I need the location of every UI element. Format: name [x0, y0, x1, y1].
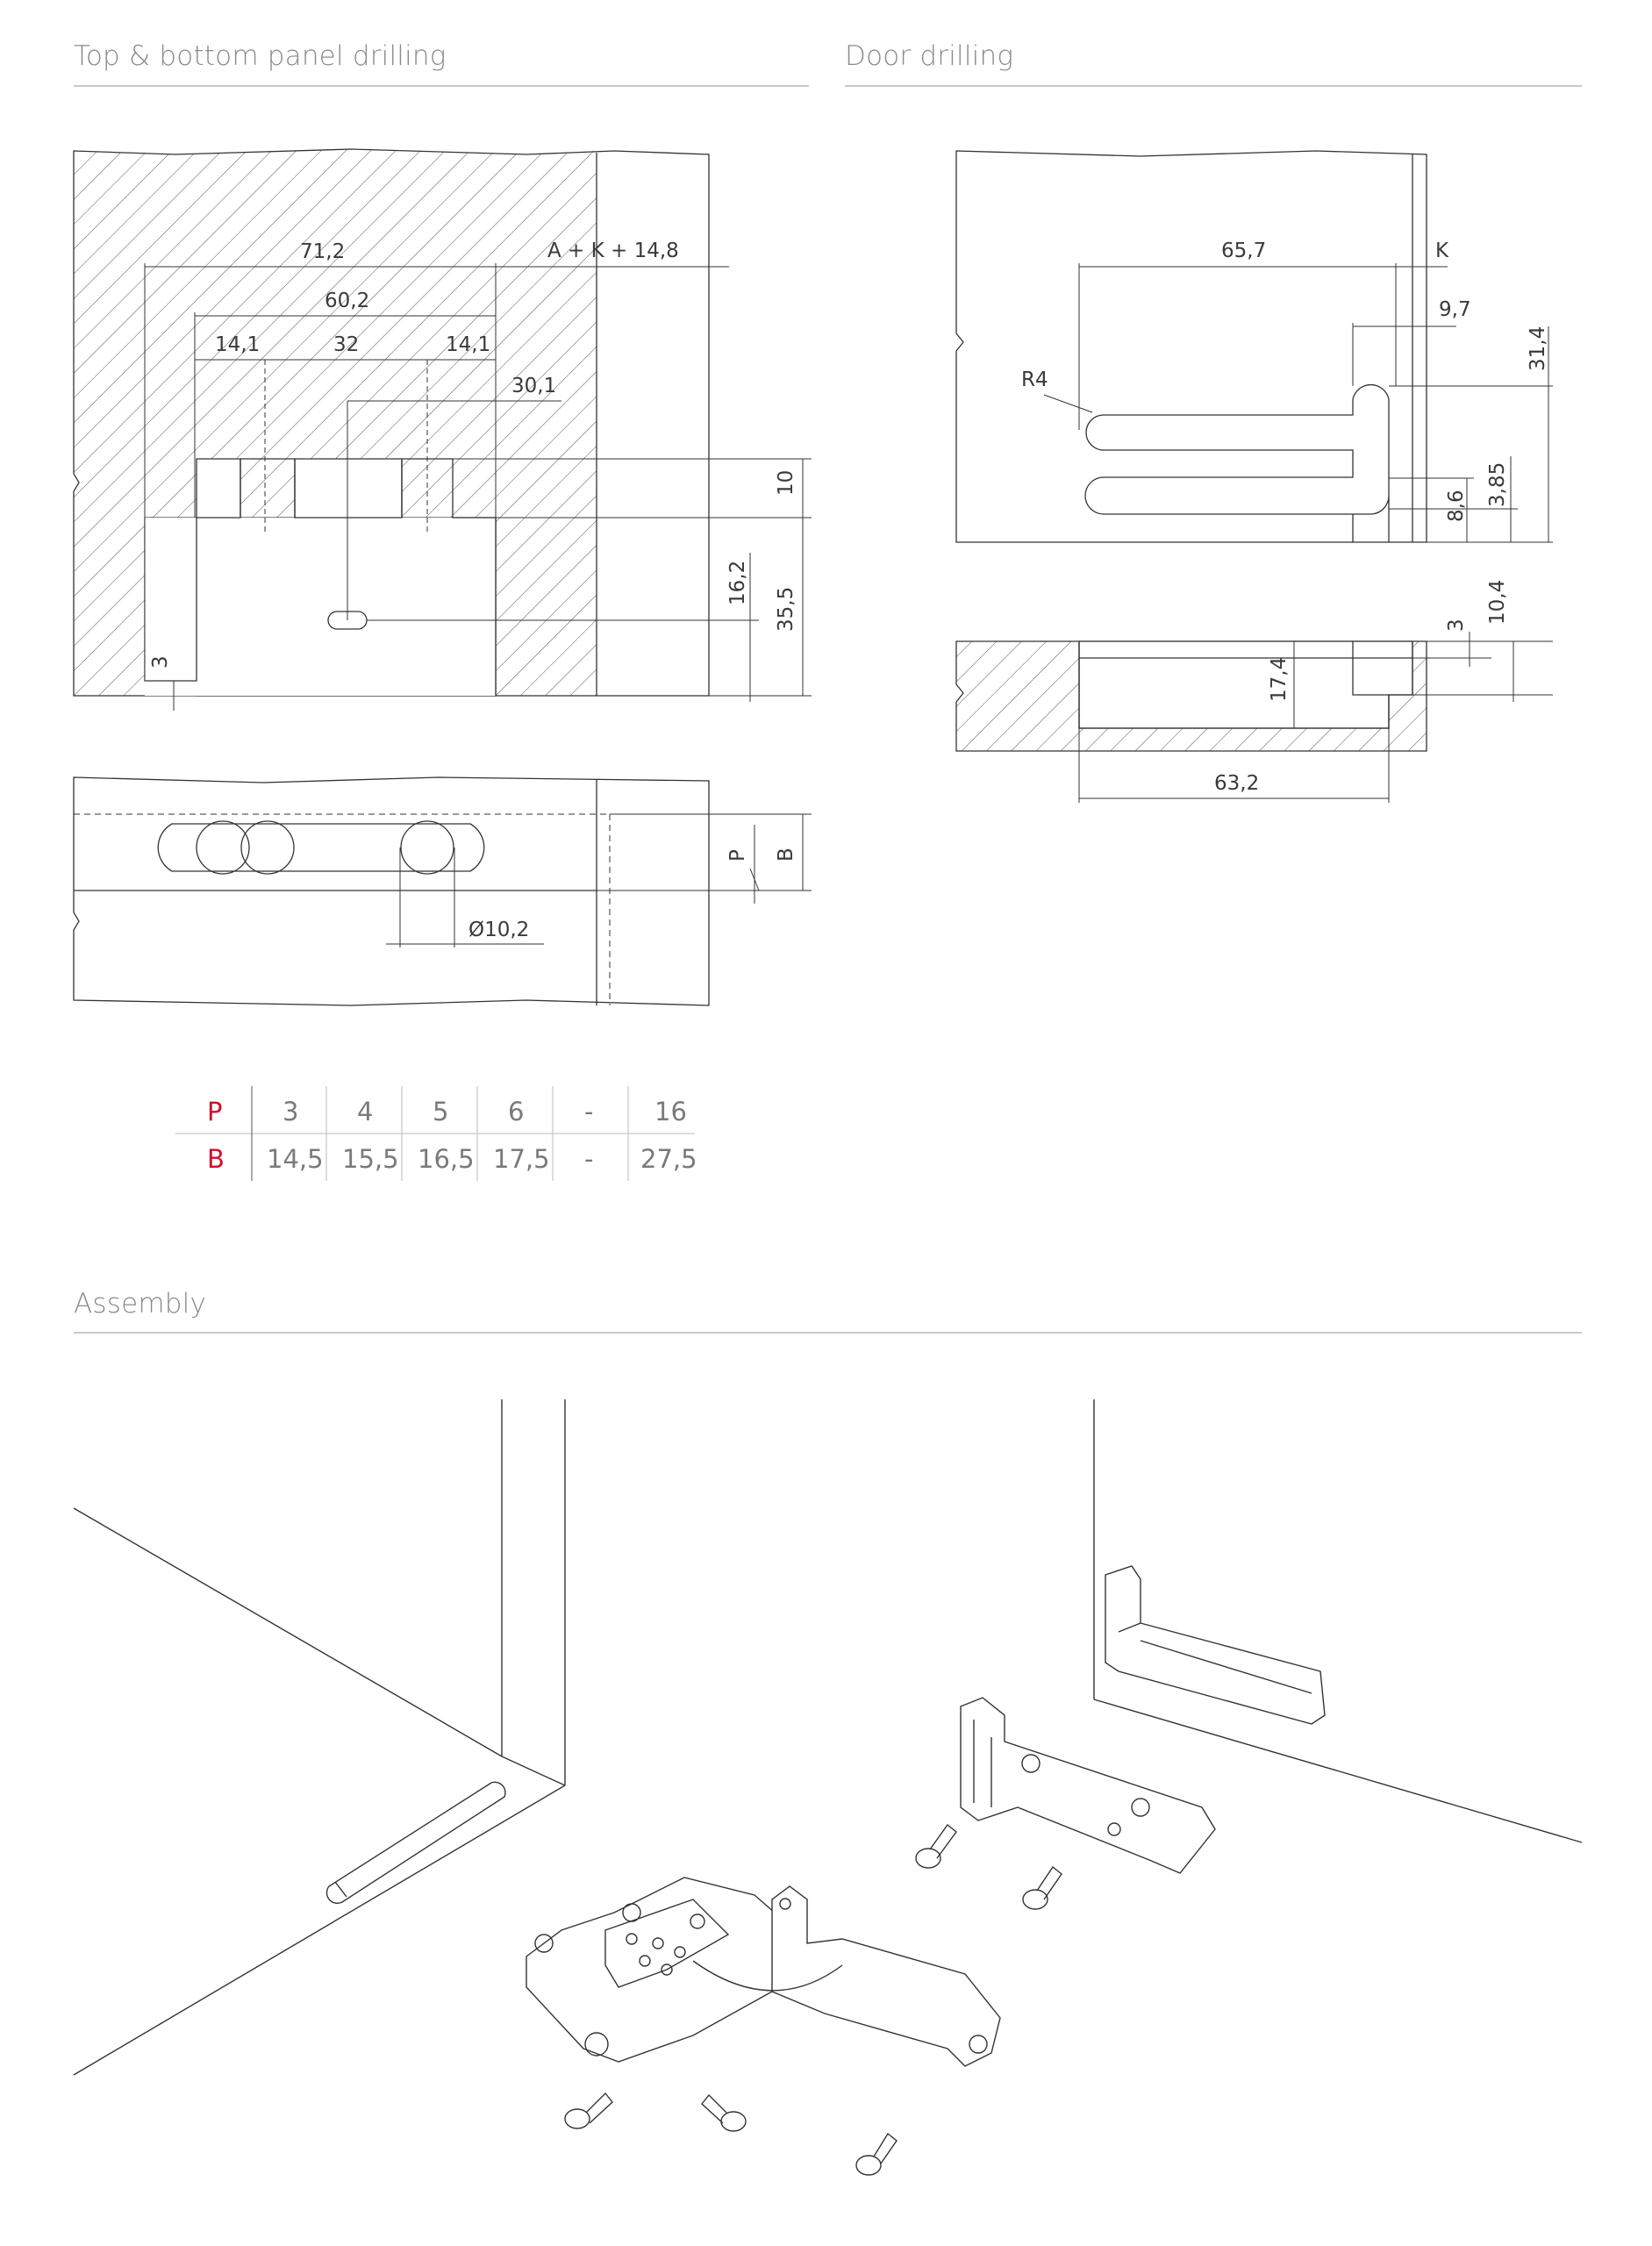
dim-65-7: 65,7 [1221, 240, 1266, 262]
dim-17-4: 17,4 [1268, 657, 1291, 702]
table-cell-b-4: 17,5 [493, 1144, 550, 1174]
dim-3: 3 [149, 655, 172, 669]
door-section-view [955, 632, 1553, 803]
panel-top-view [73, 148, 812, 711]
dim-b: B [775, 848, 797, 862]
dim-60-2: 60,2 [325, 290, 369, 312]
door-front-view [955, 150, 1553, 543]
table-cell-b-2: 15,5 [342, 1144, 399, 1174]
table-cell-b-5: - [584, 1144, 593, 1174]
dim-14-1-right: 14,1 [446, 333, 490, 356]
assembly-illustration [73, 1399, 1583, 2176]
dim-a-k-14-8: A + K + 14,8 [547, 240, 679, 262]
table-cell-b-3: 16,5 [418, 1144, 475, 1174]
dim-10-4: 10,4 [1486, 580, 1509, 625]
table-row-label-p: P [207, 1097, 223, 1127]
table-cell-p-5: - [584, 1097, 593, 1127]
dim-p: P [726, 849, 749, 862]
dim-30-1: 30,1 [511, 375, 556, 397]
section-divider-door [845, 85, 1582, 87]
dim-63-2: 63,2 [1214, 772, 1259, 795]
dim-10: 10 [775, 470, 797, 496]
pb-table-grid [175, 1086, 695, 1181]
section-title-door-drilling: Door drilling [845, 40, 1014, 72]
dim-31-4: 31,4 [1527, 326, 1549, 371]
section-title-panel-drilling: Top & bottom panel drilling [74, 40, 447, 72]
table-cell-p-2: 4 [357, 1097, 373, 1127]
table-cell-p-4: 6 [508, 1097, 524, 1127]
dim-3-85: 3,85 [1486, 462, 1509, 507]
dim-32: 32 [333, 333, 359, 356]
dim-k: K [1435, 240, 1449, 262]
table-cell-p-3: 5 [433, 1097, 448, 1127]
dim-16-2: 16,2 [726, 561, 749, 605]
dim-9-7: 9,7 [1439, 298, 1471, 321]
table-cell-b-1: 14,5 [267, 1144, 324, 1174]
dim-3-door: 3 [1445, 619, 1468, 632]
dim-35-5: 35,5 [775, 587, 797, 632]
table-row-label-b: B [207, 1144, 225, 1174]
section-title-assembly: Assembly [74, 1288, 207, 1320]
dim-8-6: 8,6 [1445, 490, 1468, 522]
dim-14-1-left: 14,1 [215, 333, 260, 356]
section-divider-panel [74, 85, 809, 87]
table-cell-p-1: 3 [282, 1097, 298, 1127]
section-divider-assembly [74, 1332, 1582, 1334]
dim-diameter-10-2: Ø10,2 [468, 919, 529, 941]
table-cell-b-6: 27,5 [640, 1144, 697, 1174]
table-cell-p-6: 16 [654, 1097, 687, 1127]
panel-side-view [73, 776, 812, 1006]
dim-71-2: 71,2 [300, 240, 345, 263]
dim-r4: R4 [1021, 368, 1048, 391]
